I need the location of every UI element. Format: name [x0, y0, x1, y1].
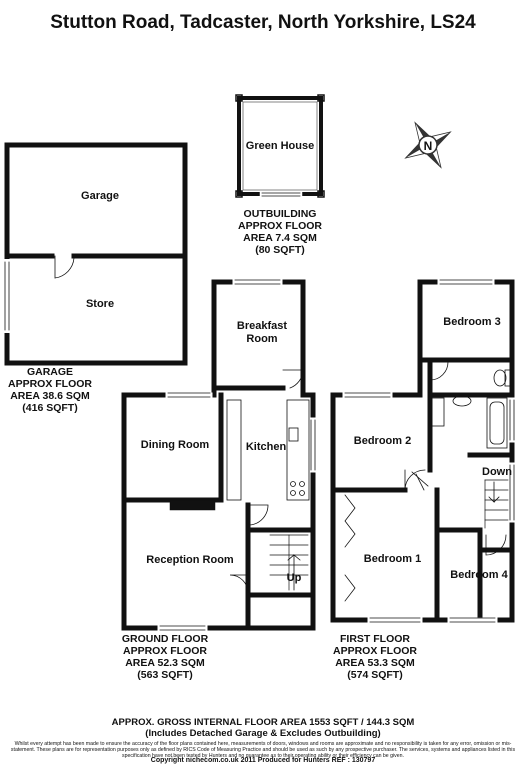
- first-floor-area-line: APPROX FLOOR: [332, 645, 417, 657]
- room-breakfast-line1: Breakfast: [236, 320, 288, 332]
- ground-floor-area-line: GROUND FLOOR: [121, 633, 209, 645]
- stairs-down-label: Down: [482, 466, 512, 478]
- disclaimer-text: Whilst every attempt has been made to en…: [10, 741, 516, 759]
- gross-area-line2: (Includes Detached Garage & Excludes Out…: [145, 728, 381, 739]
- ground-floor-area-line: AREA 52.3 SQM: [125, 657, 205, 669]
- garage-area-line: (416 SQFT): [22, 402, 78, 414]
- garage-area-line: APPROX FLOOR: [7, 378, 92, 390]
- room-bedroom-4: Bedroom 4: [450, 569, 508, 581]
- gross-area-summary: APPROX. GROSS INTERNAL FLOOR AREA 1553 S…: [0, 717, 526, 739]
- ground-floor-area-line: (563 SQFT): [137, 669, 193, 681]
- room-bedroom-3: Bedroom 3: [443, 316, 501, 328]
- page-title: Stutton Road, Tadcaster, North Yorkshire…: [50, 12, 476, 33]
- room-garage: Garage: [81, 190, 119, 202]
- room-breakfast-line2: Room: [246, 333, 278, 345]
- outbuilding-area-line: AREA 7.4 SQM: [243, 232, 317, 244]
- ground-floor-area-line: APPROX FLOOR: [122, 645, 207, 657]
- room-kitchen: Kitchen: [245, 441, 287, 453]
- room-breakfast: Breakfast Room: [222, 320, 302, 346]
- stairs-up-label: Up: [286, 572, 302, 584]
- room-green-house: Green House: [245, 140, 315, 152]
- garage-area-line: GARAGE: [26, 366, 74, 378]
- gross-area-line1: APPROX. GROSS INTERNAL FLOOR AREA 1553 S…: [111, 717, 415, 728]
- garage-area-label: GARAGE APPROX FLOOR AREA 38.6 SQM (416 S…: [0, 366, 100, 414]
- ground-floor-area-label: GROUND FLOOR APPROX FLOOR AREA 52.3 SQM …: [110, 633, 220, 681]
- room-dining: Dining Room: [140, 439, 210, 451]
- outbuilding-area-line: (80 SQFT): [255, 244, 305, 256]
- garage-area-line: AREA 38.6 SQM: [10, 390, 90, 402]
- compass-letter: N: [424, 139, 433, 153]
- room-store: Store: [85, 298, 115, 310]
- room-reception: Reception Room: [146, 554, 234, 566]
- outbuilding-area-label: OUTBUILDING APPROX FLOOR AREA 7.4 SQM (8…: [225, 208, 335, 256]
- garage-outline: [4, 142, 188, 366]
- first-floor-area-label: FIRST FLOOR APPROX FLOOR AREA 53.3 SQM (…: [320, 633, 430, 681]
- first-floor-outline: [330, 279, 515, 623]
- room-bedroom-2: Bedroom 2: [353, 435, 412, 447]
- compass-icon: [404, 121, 452, 169]
- outbuilding-area-line: APPROX FLOOR: [237, 220, 322, 232]
- first-floor-area-line: (574 SQFT): [347, 669, 403, 681]
- first-floor-area-line: AREA 53.3 SQM: [335, 657, 415, 669]
- outbuilding-area-line: OUTBUILDING: [243, 208, 317, 220]
- first-floor-area-line: FIRST FLOOR: [340, 633, 410, 645]
- room-bedroom-1: Bedroom 1: [363, 553, 422, 565]
- copyright-text: Copyright nichecom.co.uk 2011 Produced f…: [150, 757, 376, 764]
